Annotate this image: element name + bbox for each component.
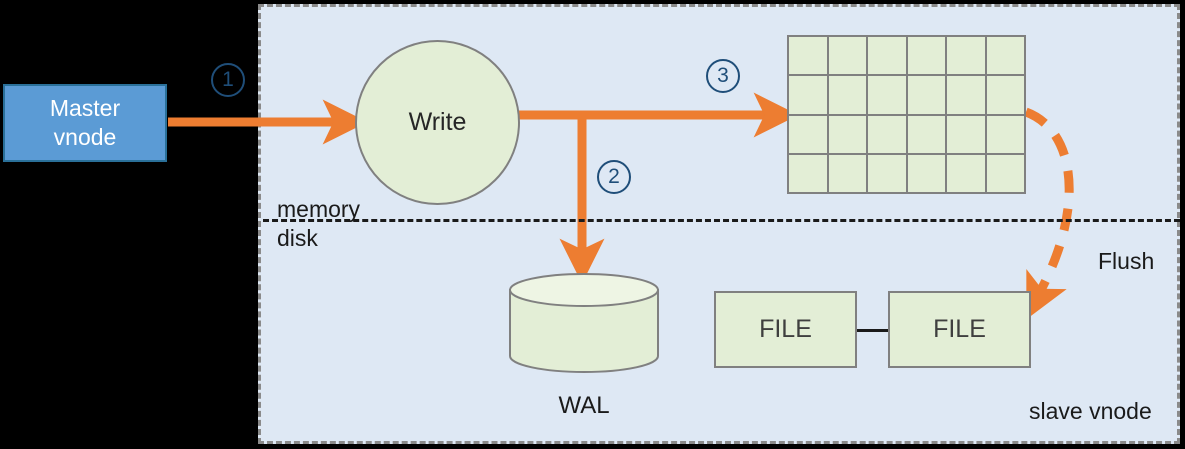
step-badge-3-label: 3 bbox=[717, 64, 729, 87]
memory-grid-cell bbox=[907, 154, 945, 192]
file-box-1-label: FILE bbox=[759, 315, 812, 343]
step-badge-1-label: 1 bbox=[222, 68, 234, 91]
step-badge-2: 2 bbox=[597, 160, 631, 194]
wal-cylinder-body bbox=[509, 289, 659, 373]
step-badge-2-label: 2 bbox=[608, 165, 620, 188]
disk-label: disk bbox=[277, 225, 318, 251]
memory-grid-cell bbox=[828, 154, 866, 192]
memory-grid-cell bbox=[789, 76, 827, 114]
arrow-flush-dashed bbox=[1024, 107, 1074, 320]
memory-grid-cell bbox=[828, 37, 866, 75]
memory-grid-cell bbox=[907, 37, 945, 75]
memory-grid-cell bbox=[868, 76, 906, 114]
memory-grid-cell bbox=[947, 154, 985, 192]
memory-grid[interactable] bbox=[787, 35, 1026, 194]
memory-grid-cell bbox=[986, 76, 1024, 114]
file-link-connector bbox=[857, 329, 889, 332]
memory-label: memory bbox=[277, 196, 361, 222]
memory-grid-cell bbox=[986, 115, 1024, 153]
memory-grid-cell bbox=[828, 115, 866, 153]
step-badge-1: 1 bbox=[211, 63, 245, 97]
memory-grid-cell bbox=[828, 76, 866, 114]
memory-grid-cell bbox=[947, 76, 985, 114]
slave-vnode-label: slave vnode bbox=[1029, 398, 1152, 424]
memory-grid-cell bbox=[947, 37, 985, 75]
file-box-2[interactable]: FILE bbox=[888, 291, 1031, 368]
wal-cylinder-top bbox=[509, 273, 659, 307]
memory-grid-cell bbox=[868, 115, 906, 153]
master-vnode-label-line1: Master bbox=[49, 95, 121, 121]
memory-disk-divider bbox=[263, 219, 1180, 222]
memory-grid-cell bbox=[986, 37, 1024, 75]
file-box-1[interactable]: FILE bbox=[714, 291, 857, 368]
memory-grid-cell bbox=[789, 115, 827, 153]
wal-cylinder[interactable] bbox=[509, 273, 659, 373]
master-vnode-label-line2: vnode bbox=[53, 124, 117, 150]
file-box-2-label: FILE bbox=[933, 315, 986, 343]
memory-grid-cell bbox=[868, 154, 906, 192]
memory-grid-cell bbox=[868, 37, 906, 75]
memory-grid-cell bbox=[907, 76, 945, 114]
memory-grid-cell bbox=[947, 115, 985, 153]
flush-label: Flush bbox=[1098, 248, 1155, 274]
write-node[interactable]: Write bbox=[355, 40, 520, 205]
step-badge-3: 3 bbox=[706, 59, 740, 93]
wal-label: WAL bbox=[558, 392, 610, 419]
memory-grid-cell bbox=[907, 115, 945, 153]
write-node-label: Write bbox=[408, 108, 467, 136]
memory-grid-cell bbox=[986, 154, 1024, 192]
memory-grid-cell bbox=[789, 37, 827, 75]
memory-grid-cell bbox=[789, 154, 827, 192]
master-vnode-box[interactable]: Master vnode bbox=[3, 84, 167, 162]
